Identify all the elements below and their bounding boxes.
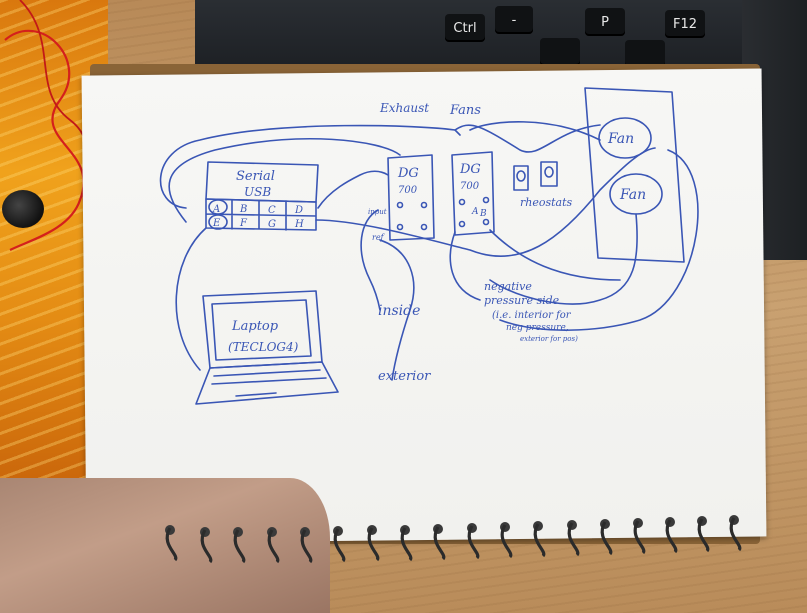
spiral-rings xyxy=(165,515,740,562)
